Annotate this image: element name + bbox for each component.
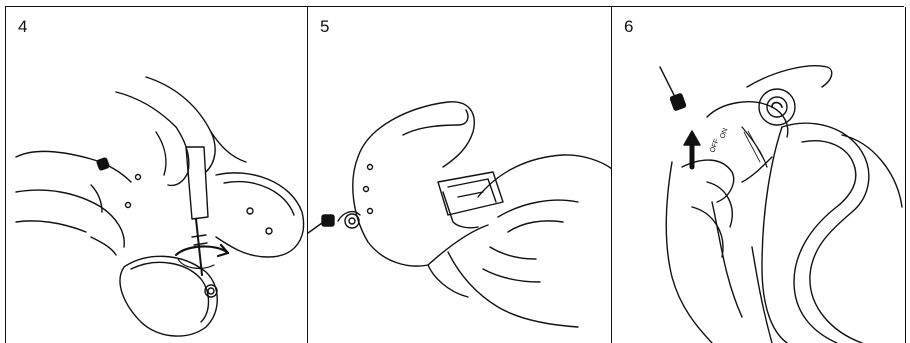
step-5-illustration	[308, 7, 612, 343]
step-4-illustration	[6, 7, 308, 343]
step-panel-4: 4	[5, 7, 308, 343]
screw-icon	[670, 93, 686, 110]
instruction-sheet: 4	[5, 6, 904, 343]
screw-icon	[322, 215, 334, 226]
step-panel-6: 6 OFF ON	[611, 7, 906, 343]
switch-off-label: OFF	[709, 138, 720, 154]
switch-on-label: ON	[719, 127, 729, 139]
step-panel-5: 5	[307, 7, 612, 343]
screw-icon	[97, 158, 110, 171]
rotation-arrow-icon	[176, 245, 228, 268]
step-6-illustration: OFF ON	[612, 7, 905, 343]
